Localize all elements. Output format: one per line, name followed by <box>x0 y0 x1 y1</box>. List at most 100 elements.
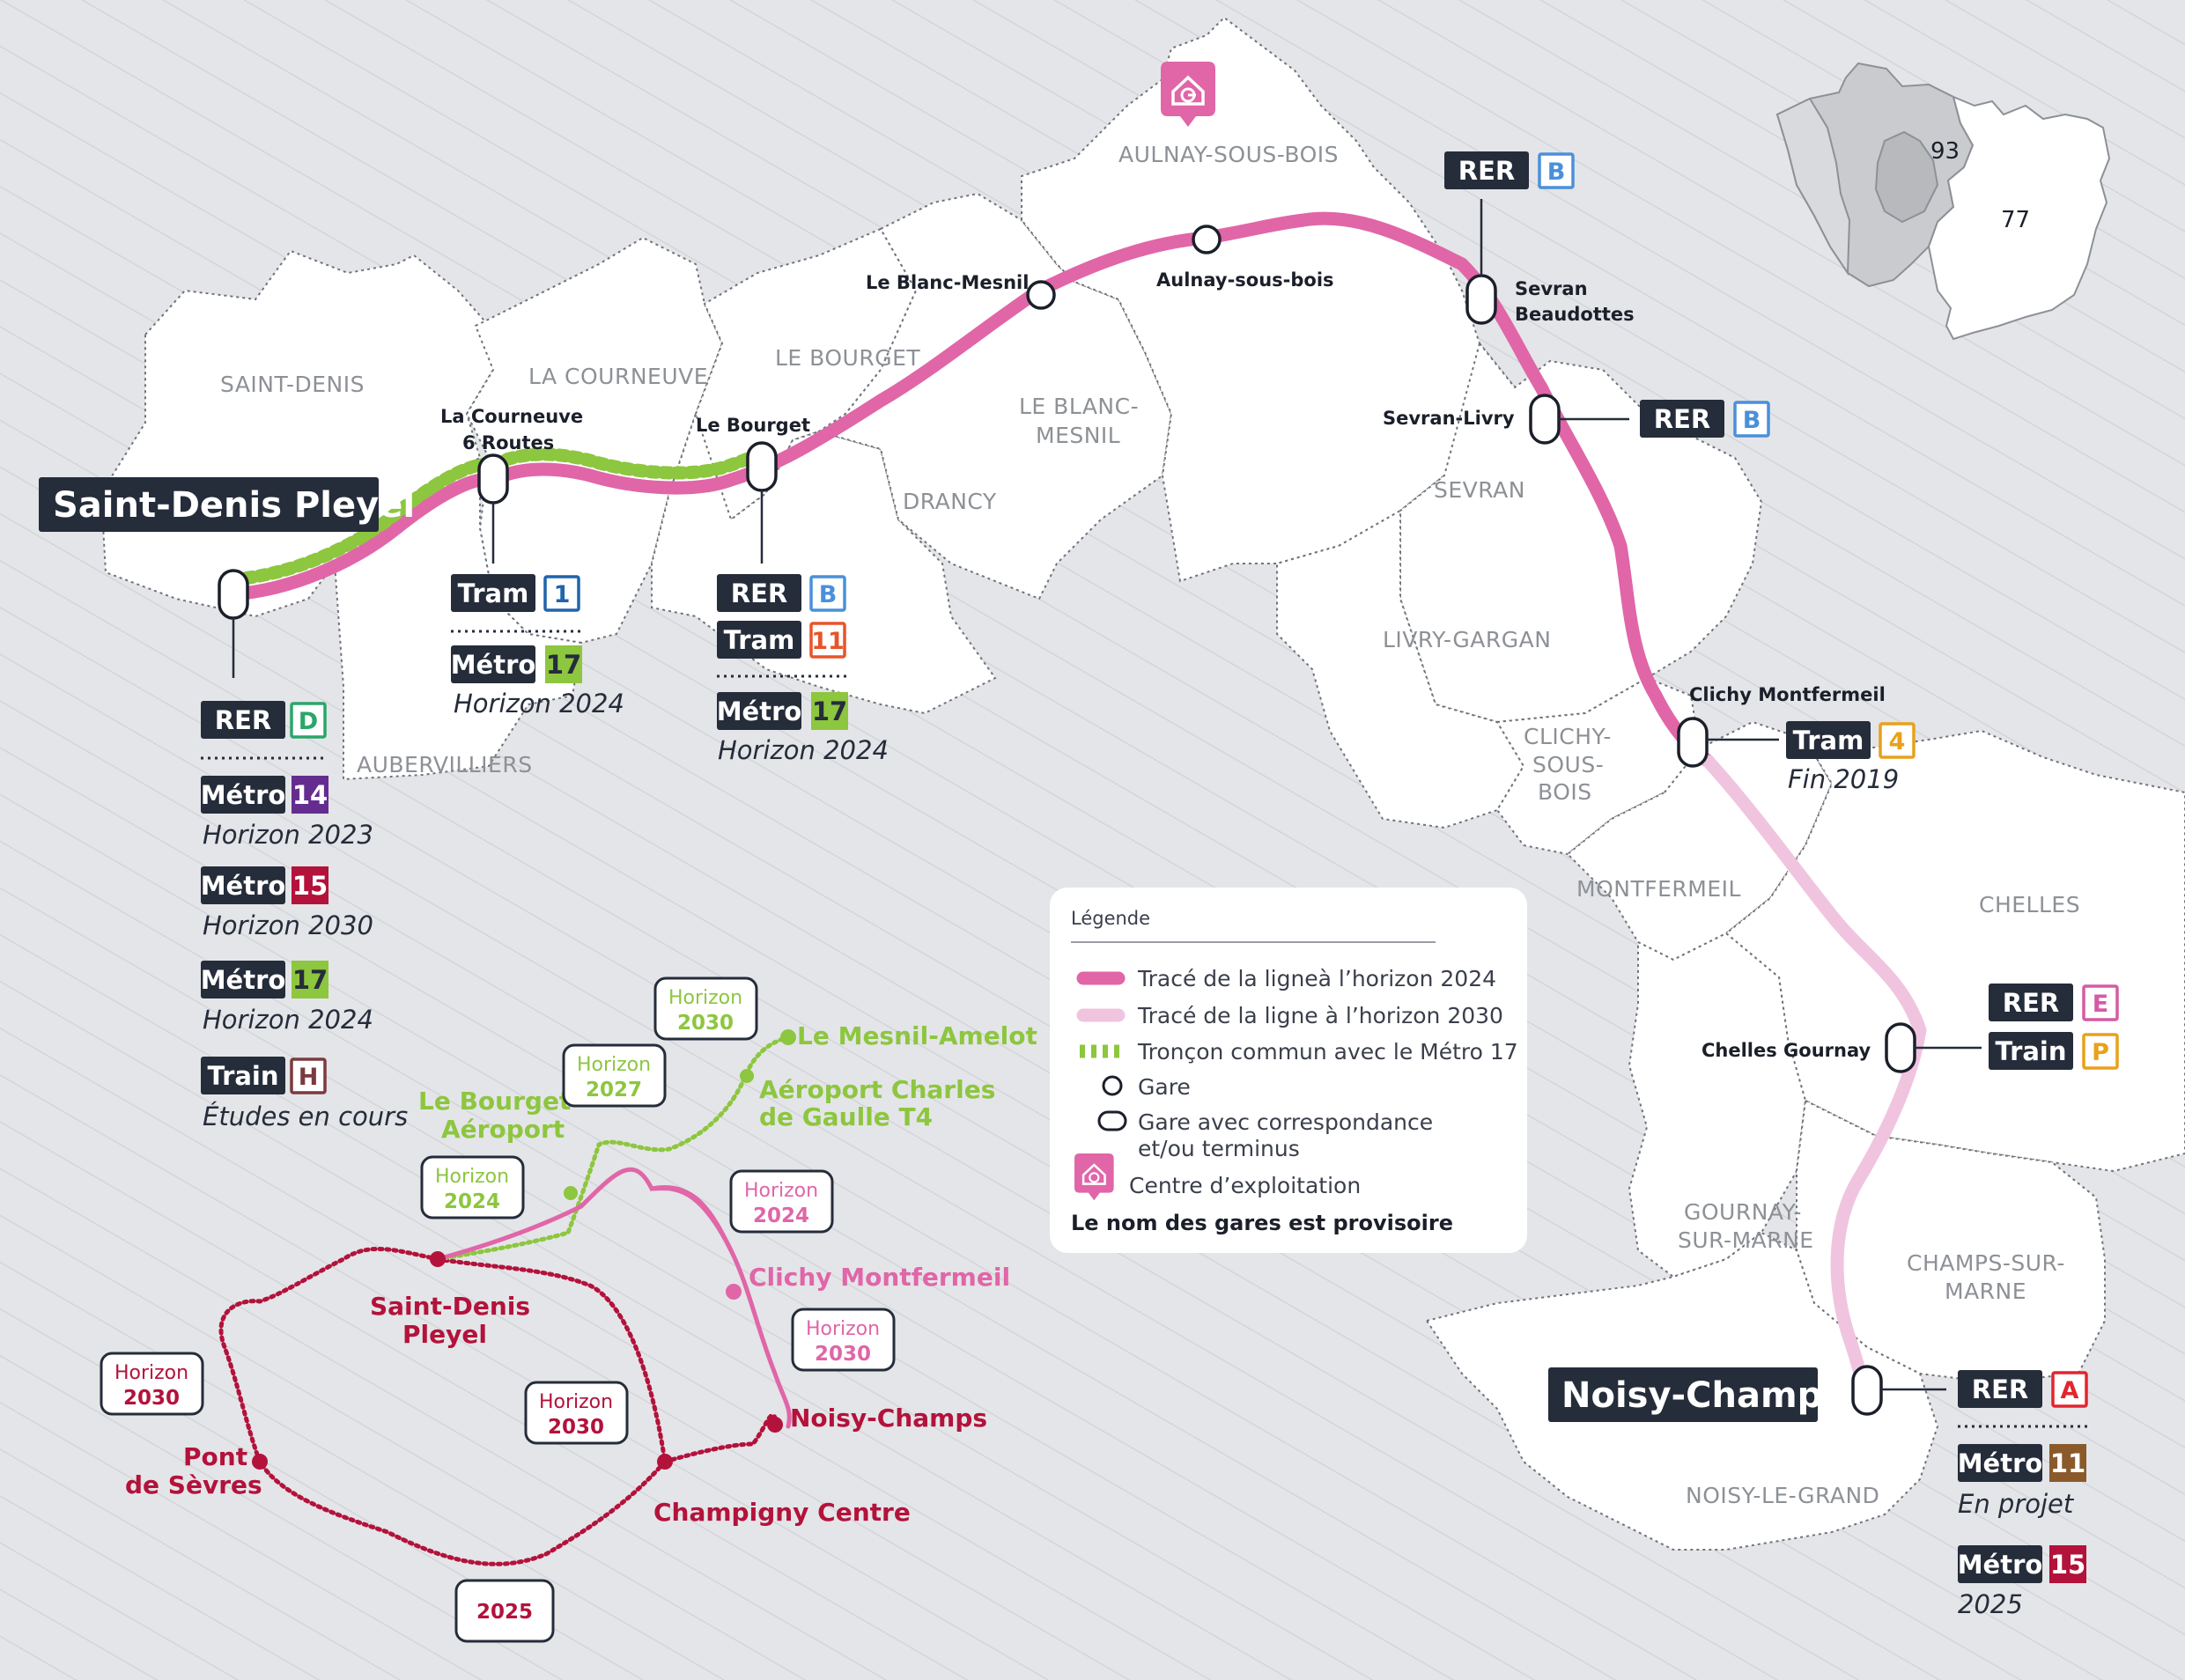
net-label: Clichy Montfermeil <box>749 1263 1010 1292</box>
mode-label: Métro <box>451 650 536 680</box>
mode-label: Tram <box>724 625 795 655</box>
net-label: de Sèvres <box>125 1470 262 1499</box>
station-labels: La Courneuve 6 Routes Le Bourget Le Blan… <box>440 269 1886 1061</box>
legend-item: Gare avec correspondance <box>1138 1109 1433 1135</box>
commune-labels: SAINT-DENIS LA COURNEUVE LE BOURGET AULN… <box>220 142 2080 1508</box>
metro17-shared-section <box>226 445 769 586</box>
station-le-blanc-mesnil[interactable] <box>1026 280 1056 310</box>
legend: Légende Tracé de la ligneà l’horizon 202… <box>1050 888 1527 1253</box>
corr-chelles-gournay: RER E Train P <box>1989 984 2119 1070</box>
legend-swatch-interchange <box>1097 1110 1127 1131</box>
terminal-name: Noisy-Champs <box>1561 1375 1843 1416</box>
station-label: Aulnay-sous-bois <box>1156 269 1334 291</box>
station-sevran-livry[interactable] <box>1529 394 1561 445</box>
net-label: Le Bourget <box>418 1087 571 1116</box>
station-noisy-champs[interactable] <box>1851 1365 1883 1416</box>
net-label: Aéroport Charles <box>759 1075 995 1104</box>
horizon-badges: Horizon 2030 Horizon 2027 Horizon 2024 H… <box>100 976 896 1643</box>
svg-text:2030: 2030 <box>677 1012 734 1035</box>
net-label: Saint-Denis <box>370 1292 530 1321</box>
dept-94 <box>1874 130 1939 224</box>
net-label: Champigny Centre <box>653 1498 911 1527</box>
line-code: P <box>2092 1039 2109 1066</box>
commune-aubervilliers <box>333 456 583 781</box>
mode-label: Train <box>1995 1036 2066 1066</box>
line-code: 1 <box>554 581 571 608</box>
svg-text:Horizon: Horizon <box>744 1180 818 1202</box>
corr-noisy-champs: RER A Métro 11 En projet Métro 15 2025 <box>1958 1370 2088 1619</box>
legend-item: Tracé de la ligneà l’horizon 2024 <box>1137 966 1496 991</box>
commune-label: LE BOURGET <box>775 345 920 371</box>
route-segment-2024-east <box>1534 380 1716 769</box>
net-label: de Gaulle T4 <box>759 1102 933 1131</box>
station-label: Le Blanc-Mesnil <box>866 272 1029 293</box>
legend-panel <box>1050 888 1527 1253</box>
commune-label: SAINT-DENIS <box>220 372 365 397</box>
corr-saint-denis-pleyel: RER D Métro 14 Horizon 2023 Métro 15 Hor… <box>201 701 408 1131</box>
station-chelles-gournay[interactable] <box>1885 1022 1916 1073</box>
node-noisy-champs <box>767 1417 783 1433</box>
horizon-text: Horizon 2030 <box>203 910 373 940</box>
svg-text:2027: 2027 <box>586 1079 642 1102</box>
dept-95-area <box>1775 97 1851 276</box>
horizon-badge: Horizon 2030 <box>791 1308 896 1372</box>
department-inset: 93 77 <box>1775 62 2111 341</box>
station-label: La Courneuve <box>440 406 583 427</box>
station-aulnay[interactable] <box>1192 225 1222 254</box>
line-code: H <box>299 1064 319 1091</box>
corr-sevran-livry: RER B <box>1640 400 1770 438</box>
svg-text:Horizon: Horizon <box>577 1054 651 1076</box>
line-code: A <box>2061 1377 2079 1404</box>
commune-label: SUR-MARNE <box>1678 1227 1814 1253</box>
commune-label: GOURNAY- <box>1684 1199 1802 1225</box>
station-label: Beaudottes <box>1515 304 1635 325</box>
mode-label: RER <box>1654 404 1710 434</box>
legend-item: Gare <box>1138 1074 1191 1100</box>
horizon-badge: Horizon 2030 <box>653 976 758 1041</box>
svg-text:2030: 2030 <box>548 1416 604 1439</box>
svg-text:2030: 2030 <box>123 1387 180 1410</box>
net-label: Pleyel <box>402 1320 487 1349</box>
commune-montfermeil <box>1566 720 1834 962</box>
commune-label: CHELLES <box>1979 892 2080 917</box>
station-label: Le Bourget <box>696 415 810 436</box>
station-le-bourget[interactable] <box>746 441 778 492</box>
line-code: B <box>819 581 838 608</box>
svg-text:Horizon: Horizon <box>539 1391 613 1413</box>
horizon-badge: Horizon 2030 <box>100 1352 204 1416</box>
station-la-courneuve[interactable] <box>477 453 509 505</box>
dept-77 <box>1927 95 2111 341</box>
line-code: 11 <box>2050 1448 2085 1478</box>
horizon-badge: Horizon 2024 <box>729 1169 834 1234</box>
line-code: B <box>1547 158 1566 186</box>
corr-la-courneuve: Tram 1 Métro 17 Horizon 2024 <box>451 574 624 718</box>
commune-label: LA COURNEUVE <box>528 364 708 389</box>
station-sevran-beaudottes[interactable] <box>1465 274 1497 325</box>
svg-text:2030: 2030 <box>815 1343 871 1366</box>
station-saint-denis-pleyel[interactable] <box>218 569 249 620</box>
commune-label: AUBERVILLIERS <box>357 752 533 777</box>
network-inset <box>218 1029 796 1566</box>
horizon-text: Études en cours <box>203 1102 408 1131</box>
mode-label: Métro <box>201 780 286 810</box>
node-pont-de-sevres <box>252 1454 268 1470</box>
corr-sevran-beaudottes: RER B <box>1444 151 1575 189</box>
net-label: Aéroport <box>441 1115 565 1144</box>
svg-text:Horizon: Horizon <box>806 1318 880 1340</box>
horizon-text: Horizon 2024 <box>454 689 624 718</box>
m15-loop <box>218 1247 778 1566</box>
station-label: Clichy Montfermeil <box>1689 684 1886 705</box>
mode-label: Métro <box>717 696 802 726</box>
legend-item: Tracé de la ligne à l’horizon 2030 <box>1137 1003 1503 1028</box>
maintenance-centre-icon[interactable] <box>1161 62 1215 127</box>
horizon-text: Horizon 2023 <box>203 820 373 850</box>
commune-label: LIVRY-GARGAN <box>1383 627 1551 652</box>
station-label: Chelles Gournay <box>1701 1040 1871 1061</box>
line-code: D <box>299 708 318 735</box>
terminal-name: Saint-Denis Pleyel <box>53 485 415 526</box>
mode-label: Tram <box>458 578 529 608</box>
station-clichy-montfermeil[interactable] <box>1677 717 1709 768</box>
commune-label: SOUS- <box>1532 752 1604 777</box>
line-code: E <box>2093 991 2108 1018</box>
